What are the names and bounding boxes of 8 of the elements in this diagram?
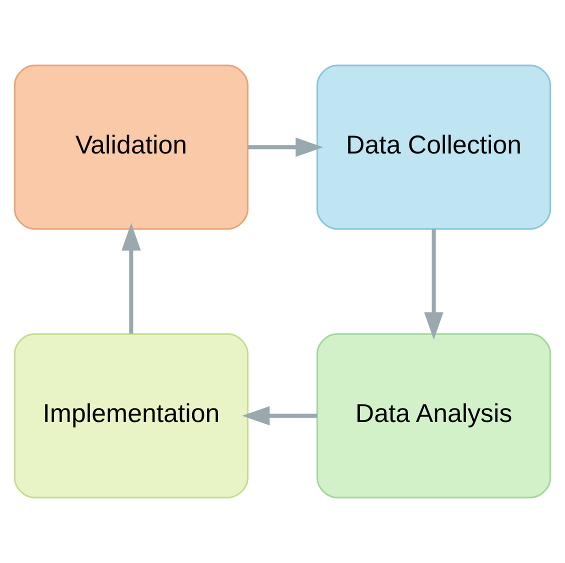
- node-box: Data Collection: [316, 64, 552, 230]
- arrow: [242, 406, 318, 426]
- arrow: [122, 223, 141, 334]
- node-box: Implementation: [14, 333, 249, 498]
- arrow: [424, 229, 444, 340]
- arrow: [248, 138, 324, 157]
- node-box: Validation: [14, 64, 249, 230]
- node-box: Data Analysis: [316, 333, 552, 498]
